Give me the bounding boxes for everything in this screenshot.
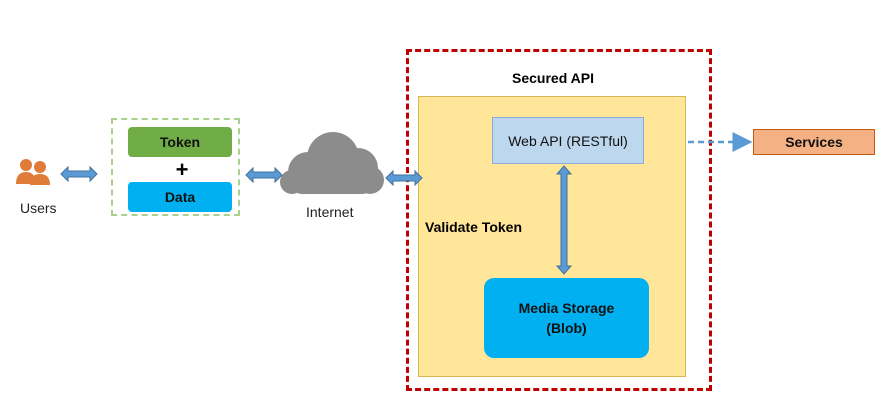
secured-api-boundary (406, 49, 712, 391)
internet-label: Internet (306, 204, 354, 220)
token-data-package (111, 118, 240, 216)
media-storage-label-line1: Media Storage (518, 300, 615, 316)
package-internet-arrow (245, 166, 283, 184)
users-label: Users (20, 200, 57, 216)
validate-token-label: Validate Token (425, 219, 522, 235)
users-package-arrow (60, 165, 98, 183)
token-box: Token (128, 127, 232, 157)
plus-sign: + (175, 157, 189, 182)
media-storage-label-line2: (Blob) (546, 320, 587, 336)
services-box: Services (753, 129, 875, 155)
secured-api-label: Secured API (512, 70, 594, 86)
media-storage-box: Media Storage (Blob) (484, 278, 649, 358)
data-box: Data (128, 182, 232, 212)
web-api-box: Web API (RESTful) (492, 117, 644, 164)
cloud-icon (280, 132, 384, 194)
users-icon (16, 159, 50, 185)
